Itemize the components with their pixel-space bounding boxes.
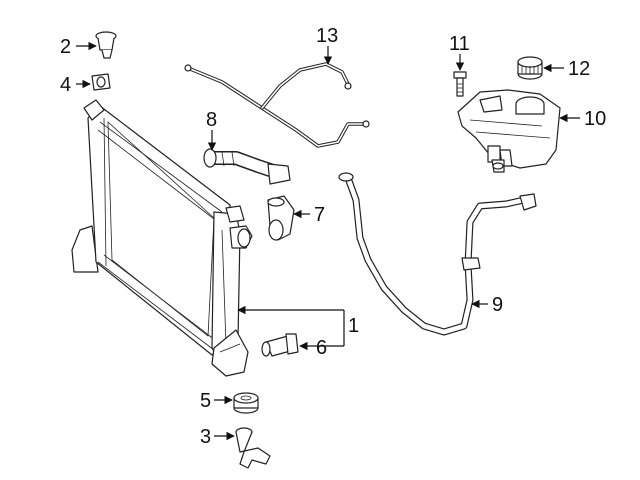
drain-plug-drawing <box>261 333 299 357</box>
mount-grommet-drawing <box>233 392 259 414</box>
insulator-drawing <box>91 73 111 91</box>
callout-5: 5 <box>200 390 211 412</box>
callout-12: 12 <box>568 58 590 80</box>
reservoir-cap-drawing <box>517 56 543 80</box>
radiator-drawing <box>71 99 253 377</box>
callout-11: 11 <box>449 33 470 55</box>
callout-13: 13 <box>316 25 338 47</box>
upper-hose-drawing <box>203 148 291 185</box>
overflow-hose-drawing <box>338 172 537 336</box>
mounting-bracket-drawing <box>235 427 271 469</box>
callout-4: 4 <box>60 74 71 96</box>
callout-10: 10 <box>584 108 606 130</box>
vent-hose-drawing <box>184 62 370 148</box>
callout-2: 2 <box>60 36 71 58</box>
leader-lines <box>76 41 580 441</box>
callout-labels: 1 2 3 4 5 6 7 8 9 10 11 12 13 <box>60 25 606 448</box>
callout-7: 7 <box>314 204 325 226</box>
callout-1: 1 <box>348 315 359 337</box>
callout-8: 8 <box>206 109 217 131</box>
callout-9: 9 <box>492 294 503 316</box>
reservoir-drawing <box>457 89 561 173</box>
bolt-drawing <box>453 71 467 97</box>
hose-connector-drawing <box>267 195 295 241</box>
push-clip-drawing <box>95 31 117 59</box>
callout-3: 3 <box>200 426 211 448</box>
callout-6: 6 <box>316 337 327 359</box>
